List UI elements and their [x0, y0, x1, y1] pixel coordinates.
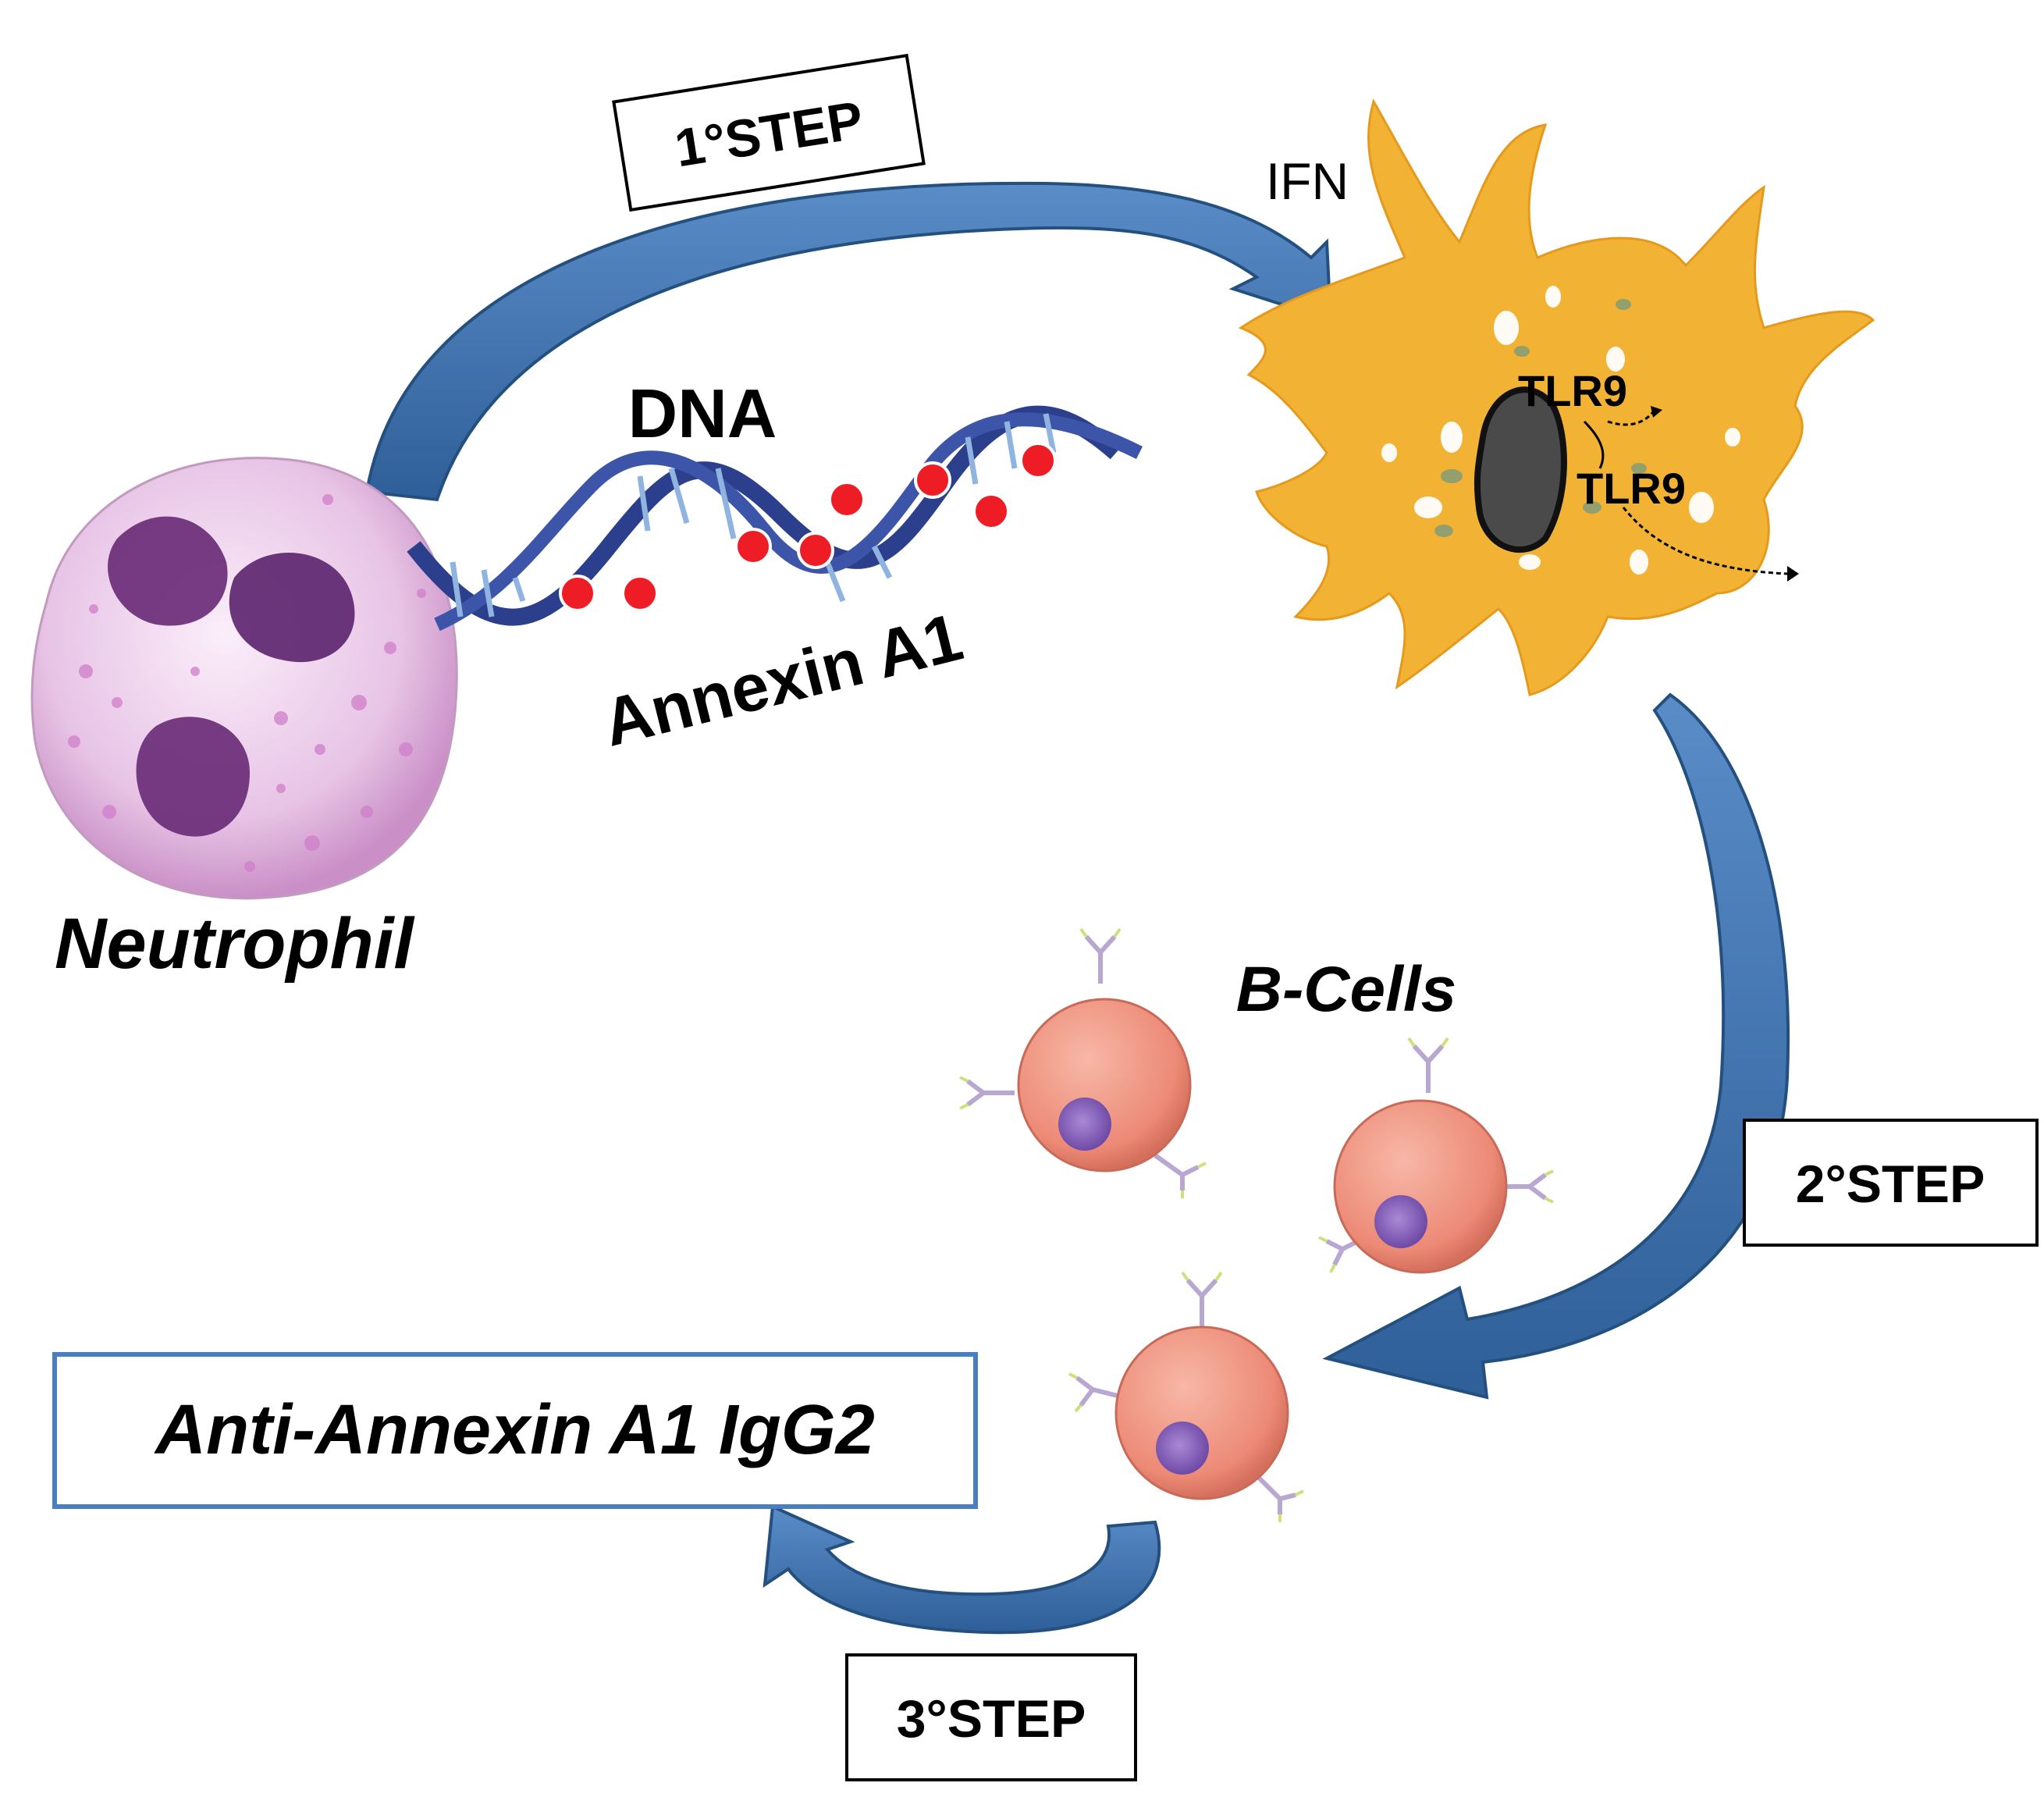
ifn-label: IFN — [1266, 152, 1349, 210]
neutrophil-granules — [68, 494, 426, 872]
dendritic-vacuoles — [1381, 286, 1740, 575]
step3-box: 3°STEP — [845, 1653, 1137, 1781]
annexin-label: Annexin A1 — [595, 600, 969, 761]
tlr9-label-2: TLR9 — [1577, 464, 1686, 513]
dna-helix — [407, 405, 1143, 632]
b-cell-3 — [1068, 1271, 1304, 1522]
tlr9-label-1: TLR9 — [1518, 366, 1627, 415]
neutrophil-cell — [30, 457, 458, 900]
step2-arrow — [1322, 692, 1790, 1400]
dendritic-cell — [1238, 98, 1875, 696]
step1-box: 1°STEP — [612, 53, 926, 212]
neutrophil-label: Neutrophil — [55, 904, 415, 984]
step2-box: 2°STEP — [1743, 1119, 2039, 1247]
step2-label: 2°STEP — [1796, 1155, 1985, 1214]
igg2-label: Anti-Annexin A1 IgG2 — [154, 1391, 875, 1469]
b-cell-2 — [1318, 1037, 1554, 1274]
b-cells-label: B-Cells — [1236, 954, 1457, 1025]
step3-label: 3°STEP — [897, 1689, 1086, 1749]
step1-arrow — [364, 181, 1333, 502]
annexin-dots — [559, 442, 1057, 612]
dna-rungs — [450, 413, 1057, 617]
b-cell-1 — [959, 927, 1207, 1198]
dendritic-nucleus — [1473, 386, 1567, 553]
dna-label: DNA — [628, 375, 777, 452]
igg2-box: Anti-Annexin A1 IgG2 — [52, 1352, 978, 1509]
dendritic-organelles — [1434, 299, 1647, 537]
step3-arrow — [763, 1504, 1161, 1635]
